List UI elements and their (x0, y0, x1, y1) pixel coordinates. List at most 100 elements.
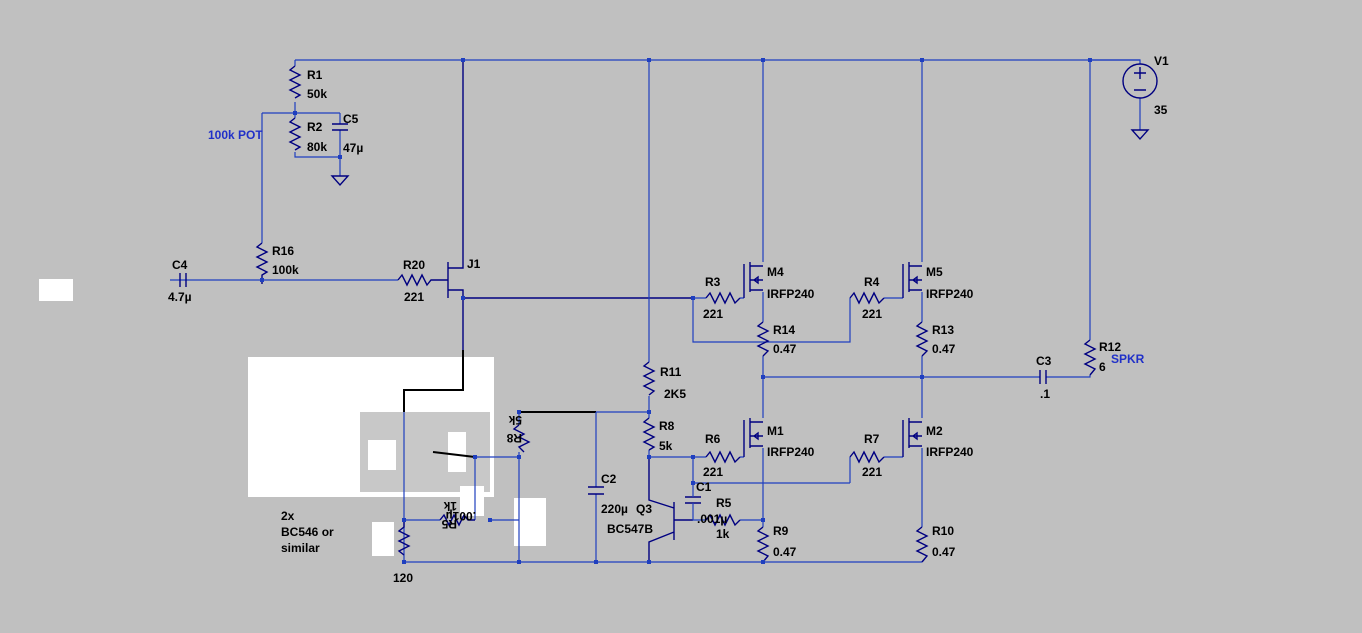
M5-value: IRFP240 (926, 287, 974, 301)
C5-symbol (332, 123, 348, 131)
R14-label: R14 (773, 323, 795, 337)
R13-symbol (915, 321, 929, 357)
R7-value: 221 (862, 465, 882, 479)
C3-value: .1 (1040, 387, 1050, 401)
M2-symbol (902, 418, 922, 457)
R5m-symbol (439, 513, 475, 527)
R16-label: R16 (272, 244, 294, 258)
R8-value: 5k (659, 439, 673, 453)
V1-wires (1090, 59, 1141, 130)
note-line2: BC546 or (281, 525, 334, 539)
R2-value: 80k (307, 140, 327, 154)
R7-label: R7 (864, 432, 880, 446)
M1-label: M1 (767, 424, 784, 438)
R12-label: R12 (1099, 340, 1121, 354)
V1-label: V1 (1154, 54, 1169, 68)
R5-symbol (705, 513, 741, 527)
C2-symbol (588, 486, 604, 495)
R1-symbol (288, 65, 302, 99)
C4-value: 4.7µ (168, 290, 192, 304)
R3-label: R3 (705, 275, 721, 289)
C4-symbol (179, 273, 187, 287)
C1-value: .001µ (697, 512, 727, 526)
M4-symbol (743, 262, 763, 298)
R4-symbol (849, 291, 885, 305)
M2-label: M2 (926, 424, 943, 438)
R13-label: R13 (932, 323, 954, 337)
M5-symbol (902, 262, 922, 298)
V1-ground (1130, 129, 1150, 141)
R5m-value: 1k (443, 499, 457, 513)
R5-value: 1k (716, 527, 730, 541)
V1-value: 35 (1154, 103, 1168, 117)
R5m-mirrored: R5 1k .001µ (441, 499, 476, 531)
R1-value: 50k (307, 87, 327, 101)
R10-value: 0.47 (932, 545, 956, 559)
R8-symbol (642, 417, 656, 451)
Q3-symbol (648, 457, 693, 562)
black-wires (403, 350, 596, 458)
paste-blobs (368, 432, 546, 556)
C3-label: C3 (1036, 354, 1052, 368)
R10-label: R10 (932, 524, 954, 538)
R8-label: R8 (659, 419, 675, 433)
R16-symbol (255, 242, 269, 284)
R13-value: 0.47 (932, 342, 956, 356)
blank-patch (39, 279, 73, 301)
V1-polarity (1134, 67, 1146, 91)
C5-label: C5 (343, 112, 359, 126)
R8m-symbol (512, 424, 531, 453)
R5m-label: R5 (441, 517, 457, 531)
R9-value: 0.47 (773, 545, 797, 559)
Q3-value: BC547B (607, 522, 653, 536)
Q3-label: Q3 (636, 502, 652, 516)
R14-symbol (756, 321, 770, 357)
pot-label: 100k POT (208, 128, 263, 142)
R4-label: R4 (864, 275, 880, 289)
R11-label: R11 (660, 365, 682, 379)
C5-ground (330, 175, 350, 187)
M4-label: M4 (767, 265, 784, 279)
R8m-label: R8 (506, 431, 522, 445)
R16-value: 100k (272, 263, 299, 277)
V1-symbol (1122, 63, 1158, 99)
M1-value: IRFP240 (767, 445, 815, 459)
R120-symbol (397, 520, 411, 556)
C1-label: C1 (696, 480, 712, 494)
junction-dots (260, 58, 1092, 564)
R4-value: 221 (862, 307, 882, 321)
R20-label: R20 (403, 258, 425, 272)
bias-wires (262, 60, 341, 176)
R9-label: R9 (773, 524, 789, 538)
R20-value: 221 (404, 290, 424, 304)
note-line1: 2x (281, 509, 295, 523)
C3-symbol (1039, 370, 1047, 384)
R5-label: R5 (716, 496, 732, 510)
C1-R5-wires (692, 457, 763, 521)
R12-symbol (1083, 339, 1097, 376)
M4-value: IRFP240 (767, 287, 815, 301)
R120-value: 120 (393, 571, 413, 585)
C4-label: C4 (172, 258, 188, 272)
R5m-cap: .001µ (446, 509, 476, 523)
M2-value: IRFP240 (926, 445, 974, 459)
spkr-label: SPKR (1111, 352, 1145, 366)
R11-value: 2K5 (664, 387, 686, 401)
R12-value: 6 (1099, 360, 1106, 374)
R3-value: 221 (703, 307, 723, 321)
R2-symbol (288, 117, 302, 151)
R20-symbol (397, 273, 448, 287)
R1-label: R1 (307, 68, 323, 82)
note-line3: similar (281, 541, 320, 555)
M1-symbol (743, 418, 763, 457)
R10-symbol (915, 526, 929, 563)
C1-symbol (685, 496, 701, 504)
R8m-mirrored: R8 5k (506, 413, 522, 445)
R9-symbol (756, 526, 770, 563)
R14-value: 0.47 (773, 342, 797, 356)
R6-label: R6 (705, 432, 721, 446)
C2-label: C2 (601, 472, 617, 486)
C2-value: 220µ (601, 502, 628, 516)
